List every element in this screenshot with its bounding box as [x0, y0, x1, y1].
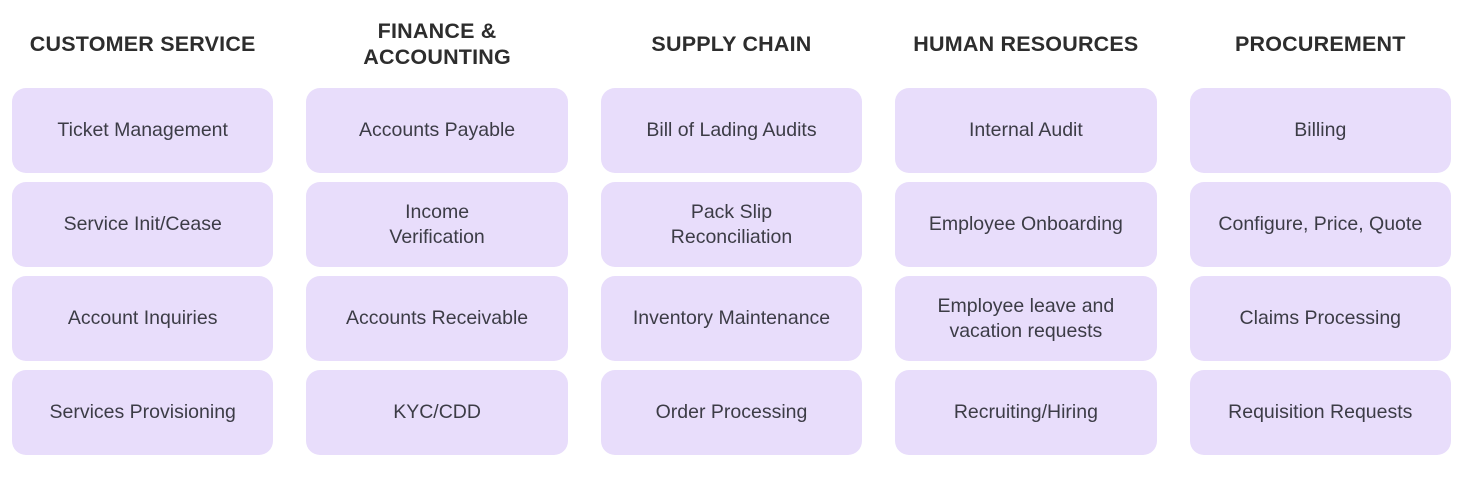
process-card[interactable]: Income Verification: [306, 182, 568, 267]
process-card[interactable]: Employee Onboarding: [895, 182, 1157, 267]
process-card[interactable]: KYC/CDD: [306, 370, 568, 455]
process-card[interactable]: Account Inquiries: [12, 276, 274, 361]
column-header: PROCUREMENT: [1234, 31, 1406, 56]
process-card[interactable]: Internal Audit: [895, 88, 1157, 173]
process-card[interactable]: Accounts Receivable: [306, 276, 568, 361]
process-card[interactable]: Claims Processing: [1189, 276, 1451, 361]
process-card[interactable]: Employee leave and vacation requests: [895, 276, 1157, 361]
process-card[interactable]: Recruiting/Hiring: [895, 370, 1157, 455]
process-card[interactable]: Services Provisioning: [12, 370, 274, 455]
process-card[interactable]: Configure, Price, Quote: [1189, 182, 1451, 267]
process-card[interactable]: Requisition Requests: [1189, 370, 1451, 455]
process-card[interactable]: Service Init/Cease: [12, 182, 274, 267]
process-card[interactable]: Ticket Management: [12, 88, 274, 173]
column-header: FINANCE & ACCOUNTING: [363, 18, 511, 69]
process-card[interactable]: Billing: [1189, 88, 1451, 173]
column-header: SUPPLY CHAIN: [651, 31, 812, 56]
process-card[interactable]: Bill of Lading Audits: [600, 88, 863, 173]
process-card[interactable]: Inventory Maintenance: [600, 276, 863, 361]
column-header: HUMAN RESOURCES: [913, 31, 1139, 56]
column-header: CUSTOMER SERVICE: [29, 31, 256, 56]
process-card[interactable]: Order Processing: [600, 370, 863, 455]
process-card[interactable]: Accounts Payable: [306, 88, 568, 173]
process-card[interactable]: Pack Slip Reconciliation: [600, 182, 863, 267]
